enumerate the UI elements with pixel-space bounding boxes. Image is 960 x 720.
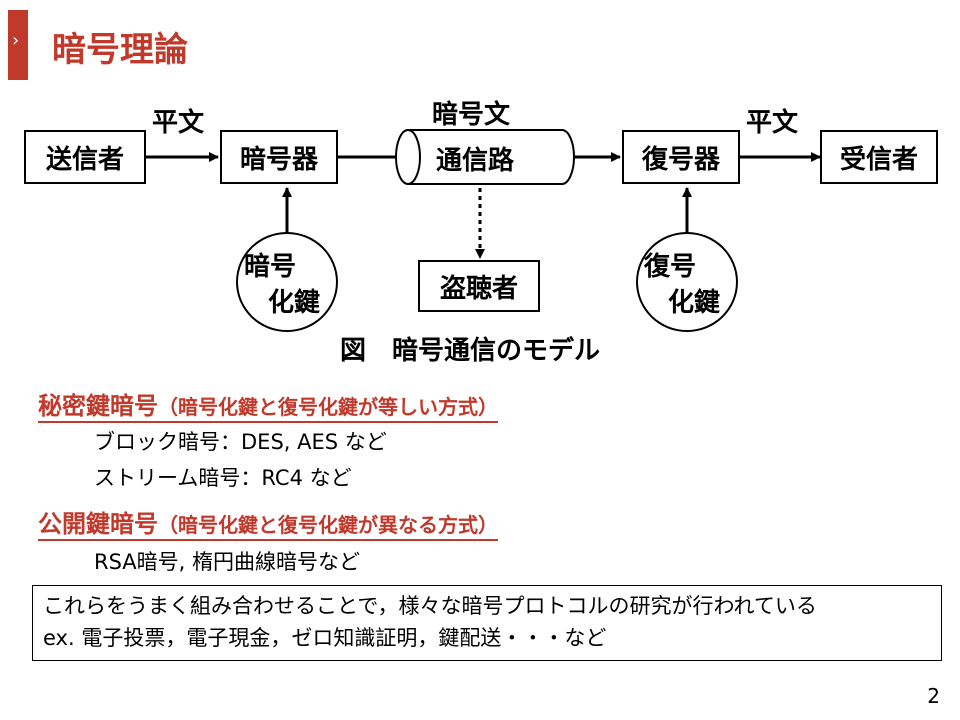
decryption-key-circle: 復号 化鍵 xyxy=(636,232,738,332)
receiver-box: 受信者 xyxy=(820,130,938,184)
note-box: これらをうまく組み合わせることで，様々な暗号プロトコルの研究が行われている ex… xyxy=(32,585,942,661)
eavesdropper-label: 盗聴者 xyxy=(439,273,518,304)
list-item: RSA暗号, 楕円曲線暗号など xyxy=(94,550,361,574)
receiver-label: 受信者 xyxy=(839,144,918,175)
plaintext-label-right: 平文 xyxy=(746,108,799,138)
secret-key-heading: 秘密鍵暗号（暗号化鍵と復号化鍵が等しい方式） xyxy=(38,386,498,423)
page-number: 2 xyxy=(927,684,940,708)
decryption-key-line2: 化鍵 xyxy=(668,288,721,318)
plaintext-label-left: 平文 xyxy=(152,108,205,138)
public-key-subtitle: （暗号化鍵と復号化鍵が異なる方式） xyxy=(158,513,498,537)
secret-key-title: 秘密鍵暗号 xyxy=(38,392,158,420)
diagram-caption: 図 暗号通信のモデル xyxy=(340,336,601,366)
chevron-right-icon: › xyxy=(12,30,20,51)
public-key-title: 公開鍵暗号 xyxy=(38,510,158,538)
encryptor-label: 暗号器 xyxy=(239,144,318,175)
encryption-key-circle: 暗号 化鍵 xyxy=(236,232,338,332)
ciphertext-label: 暗号文 xyxy=(432,100,511,130)
channel-label: 通信路 xyxy=(436,146,515,176)
list-item: ストリーム暗号：RC4 など xyxy=(94,466,352,490)
slide-title: 暗号理論 xyxy=(52,30,188,70)
public-key-heading: 公開鍵暗号（暗号化鍵と復号化鍵が異なる方式） xyxy=(38,504,498,541)
title-accent-bar xyxy=(8,10,28,80)
list-item: ブロック暗号：DES, AES など xyxy=(94,430,387,454)
eavesdropper-box: 盗聴者 xyxy=(418,260,540,312)
secret-key-subtitle: （暗号化鍵と復号化鍵が等しい方式） xyxy=(158,395,498,419)
sender-label: 送信者 xyxy=(45,144,124,175)
sender-box: 送信者 xyxy=(24,130,146,184)
channel-pipe-shape xyxy=(395,129,575,185)
encryptor-box: 暗号器 xyxy=(220,130,338,184)
note-line-2: ex. 電子投票，電子現金，ゼロ知識証明，鍵配送・・・など xyxy=(43,626,607,650)
decryption-key-line1: 復号 xyxy=(644,252,697,282)
encryption-key-line2: 化鍵 xyxy=(268,288,321,318)
encryption-key-line1: 暗号 xyxy=(244,252,297,282)
decryptor-label: 復号器 xyxy=(641,144,720,175)
note-line-1: これらをうまく組み合わせることで，様々な暗号プロトコルの研究が行われている xyxy=(43,594,817,618)
decryptor-box: 復号器 xyxy=(622,130,740,184)
